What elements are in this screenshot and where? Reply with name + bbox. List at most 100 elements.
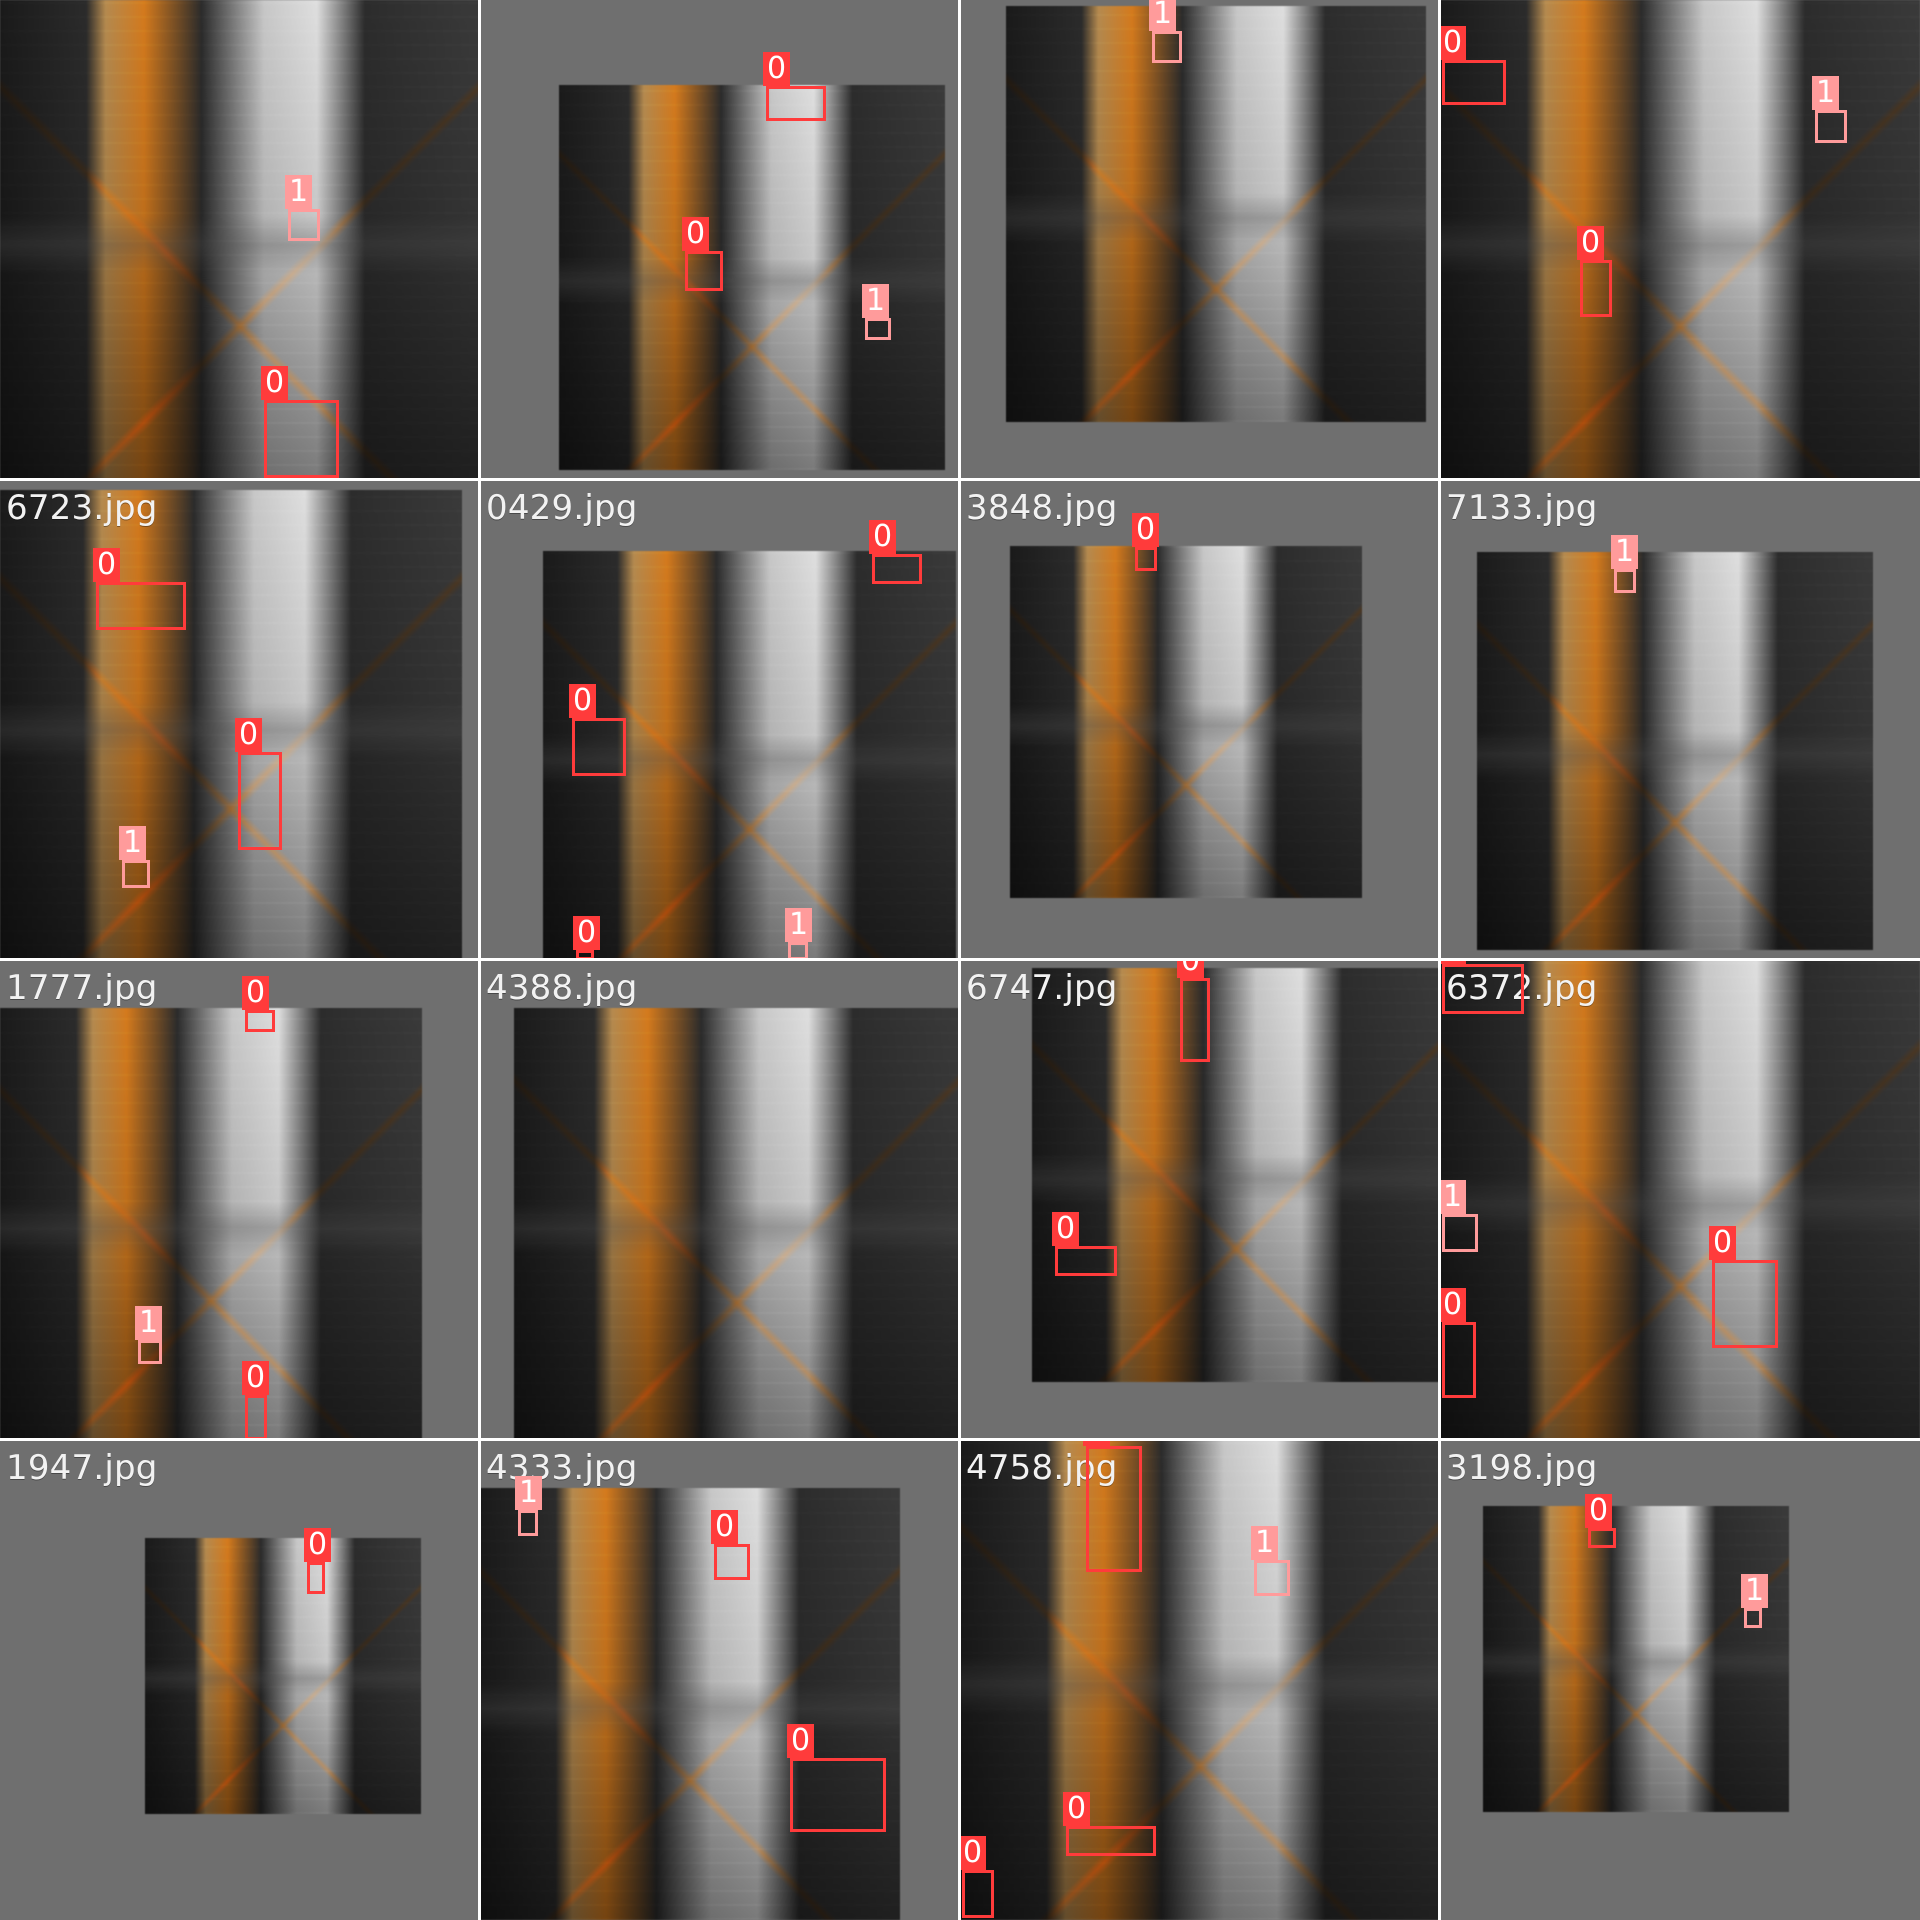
bbox-outline [1055,1246,1117,1276]
detection-box: 1 [785,908,813,960]
tile-photo [514,1008,960,1440]
detection-box: 0 [93,548,186,630]
tile-photo [1440,960,1920,1440]
tile-photo [1010,546,1362,898]
class-label: 0 [1440,26,1467,60]
bbox-outline [1815,110,1847,143]
tile-photo [480,1488,900,1920]
mosaic-tile: 0 1 0 [1440,0,1920,480]
class-label: 1 [1611,535,1639,569]
class-label: 0 [242,976,270,1010]
class-label: 0 [1132,513,1160,547]
detection-box: 0 [573,916,601,960]
bbox-outline [138,1340,162,1364]
bbox-outline [572,718,626,776]
detection-box: 1 [135,1306,163,1364]
class-label: 0 [711,1510,739,1544]
class-label: 0 [763,52,791,86]
bbox-outline [1442,60,1506,105]
class-label: 0 [1052,1212,1080,1246]
mosaic-tile: 4388.jpg [480,960,960,1440]
tile-photo [960,1440,1440,1920]
tile-photo [145,1538,421,1814]
class-label: 1 [1440,1180,1467,1214]
tile-photo [0,1008,422,1440]
bbox-outline [1152,31,1182,63]
class-label: 0 [1063,1792,1091,1826]
detection-box: 0 [1709,1226,1778,1348]
detection-box: 1 [1611,535,1639,593]
detection-box: 0 [235,718,282,850]
class-label: 0 [1177,960,1205,978]
bbox-outline [962,1870,994,1918]
class-label: 0 [235,718,263,752]
class-label: 0 [960,1836,987,1870]
bbox-outline [685,251,723,291]
class-label: 1 [785,908,813,942]
class-label: 1 [1251,1526,1279,1560]
class-label: 1 [1149,0,1177,31]
detection-box: 0 [242,976,275,1032]
detection-box: 1 [1251,1526,1290,1596]
class-label: 1 [119,826,147,860]
mosaic-tile: 6372.jpg 0 1 0 0 [1440,960,1920,1440]
detection-box: 1 [1741,1574,1769,1628]
bbox-outline [1254,1560,1290,1596]
class-label: 0 [93,548,121,582]
class-label: 1 [1741,1574,1769,1608]
detection-box: 0 [261,366,339,478]
detection-box: 0 [242,1361,270,1440]
detection-box: 1 [1149,0,1182,63]
detection-box: 0 [787,1724,886,1832]
grid-line-horizontal [0,958,1920,961]
mosaic-tile: 6723.jpg 0 0 1 [0,480,480,960]
tile-photo [1006,6,1426,422]
tile-photo [1032,968,1440,1382]
bbox-outline [1588,1528,1616,1548]
detection-box: 0 [304,1528,332,1594]
mosaic-tile: 1 [960,0,1440,480]
bbox-outline [790,1758,886,1832]
class-label: 0 [573,916,601,950]
detection-box: 0 [682,217,723,291]
mosaic-tile: 0 0 1 [480,0,960,480]
tile-photo [1483,1506,1789,1812]
detection-box: 0 [1132,513,1160,571]
mosaic-tile: 1947.jpg 0 [0,1440,480,1920]
class-label: 0 [1083,1440,1111,1446]
bbox-outline [264,400,339,478]
bbox-outline [1712,1260,1778,1348]
class-label: 0 [1577,226,1605,260]
mosaic-tile: 1777.jpg 0 1 0 [0,960,480,1440]
bbox-outline [1180,978,1210,1062]
bbox-outline [238,752,282,850]
bbox-outline [96,582,186,630]
bbox-outline [1744,1608,1762,1628]
mosaic-tile: 7133.jpg 1 [1440,480,1920,960]
class-label: 0 [682,217,710,251]
mosaic-tile: 1 0 [0,0,480,480]
bbox-outline [1614,569,1636,593]
mosaic-tile: 4333.jpg 1 0 0 [480,1440,960,1920]
detection-box: 0 [1577,226,1612,317]
bbox-outline [766,86,826,121]
bbox-outline [288,209,320,241]
tile-photo [0,490,462,960]
grid-line-horizontal [0,1438,1920,1441]
detection-box: 1 [1440,1180,1478,1252]
bbox-outline [1580,260,1612,317]
bbox-outline [245,1395,267,1440]
bbox-outline [1135,547,1157,571]
bbox-outline [307,1562,325,1594]
detection-box: 0 [1177,960,1210,1062]
bbox-outline [1086,1446,1142,1572]
detection-box: 0 [711,1510,750,1580]
tile-photo [0,0,480,480]
mosaic-tile: 4758.jpg 0 1 0 0 [960,1440,1440,1920]
bbox-outline [872,554,922,584]
mosaic-tile: 3848.jpg 0 [960,480,1440,960]
detection-box: 0 [569,684,626,776]
bbox-outline [1442,964,1524,1014]
bbox-outline [1066,1826,1156,1856]
detection-box: 0 [1052,1212,1117,1276]
